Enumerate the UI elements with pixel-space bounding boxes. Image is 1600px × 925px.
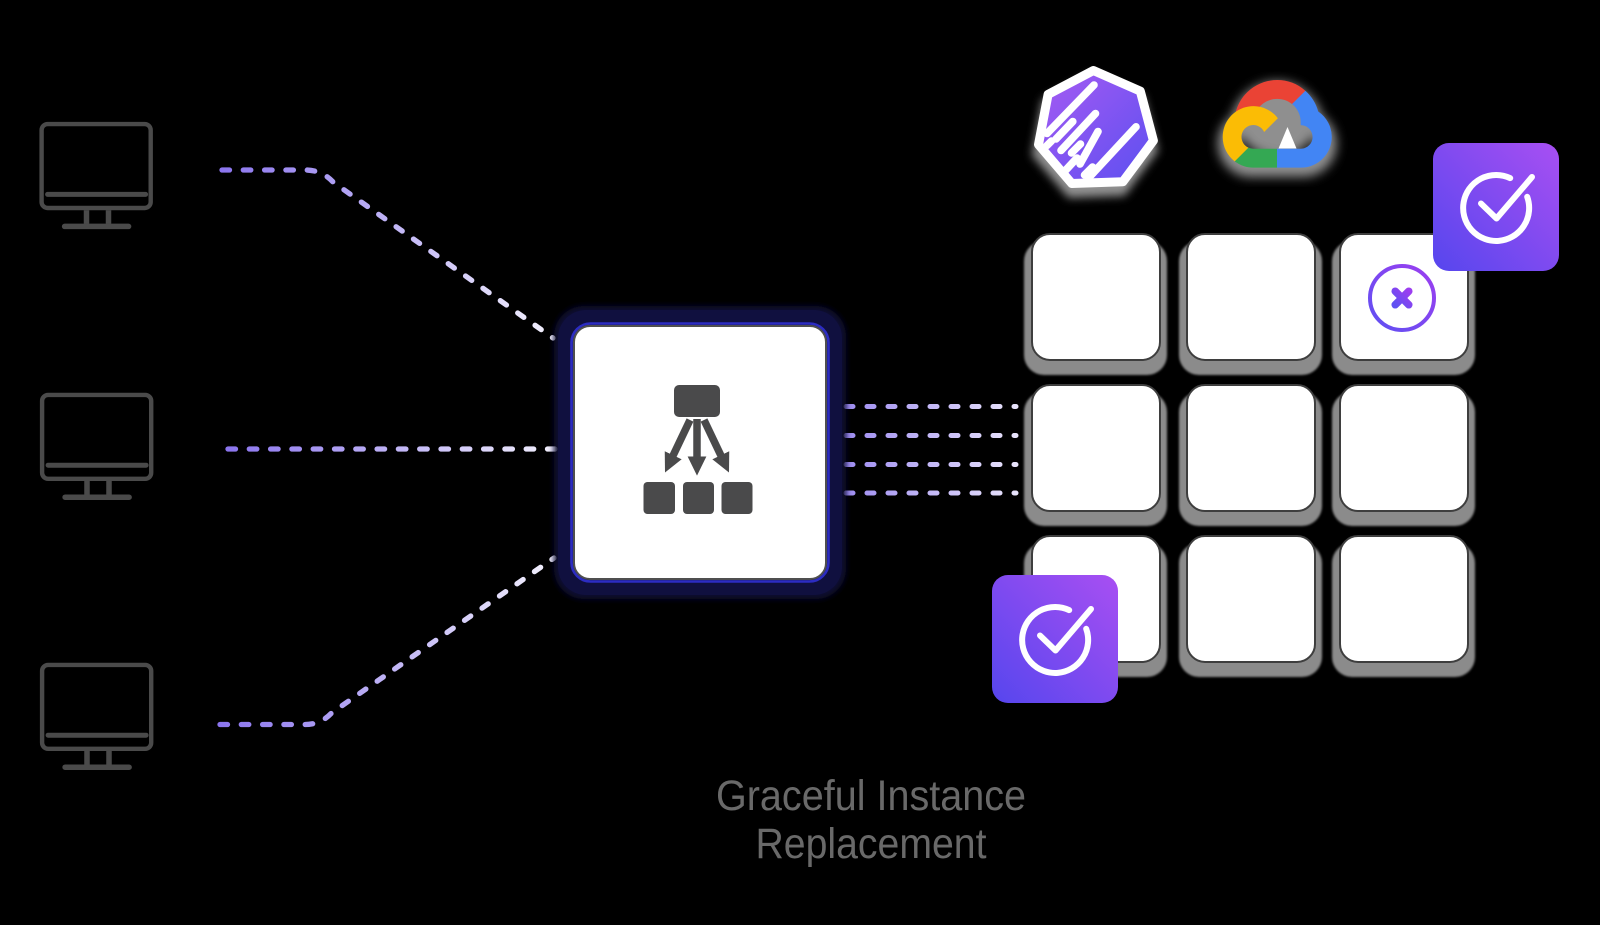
svg-text:Graceful Instance: Graceful Instance [716,772,1026,820]
svg-text:Replacement: Replacement [756,820,987,868]
